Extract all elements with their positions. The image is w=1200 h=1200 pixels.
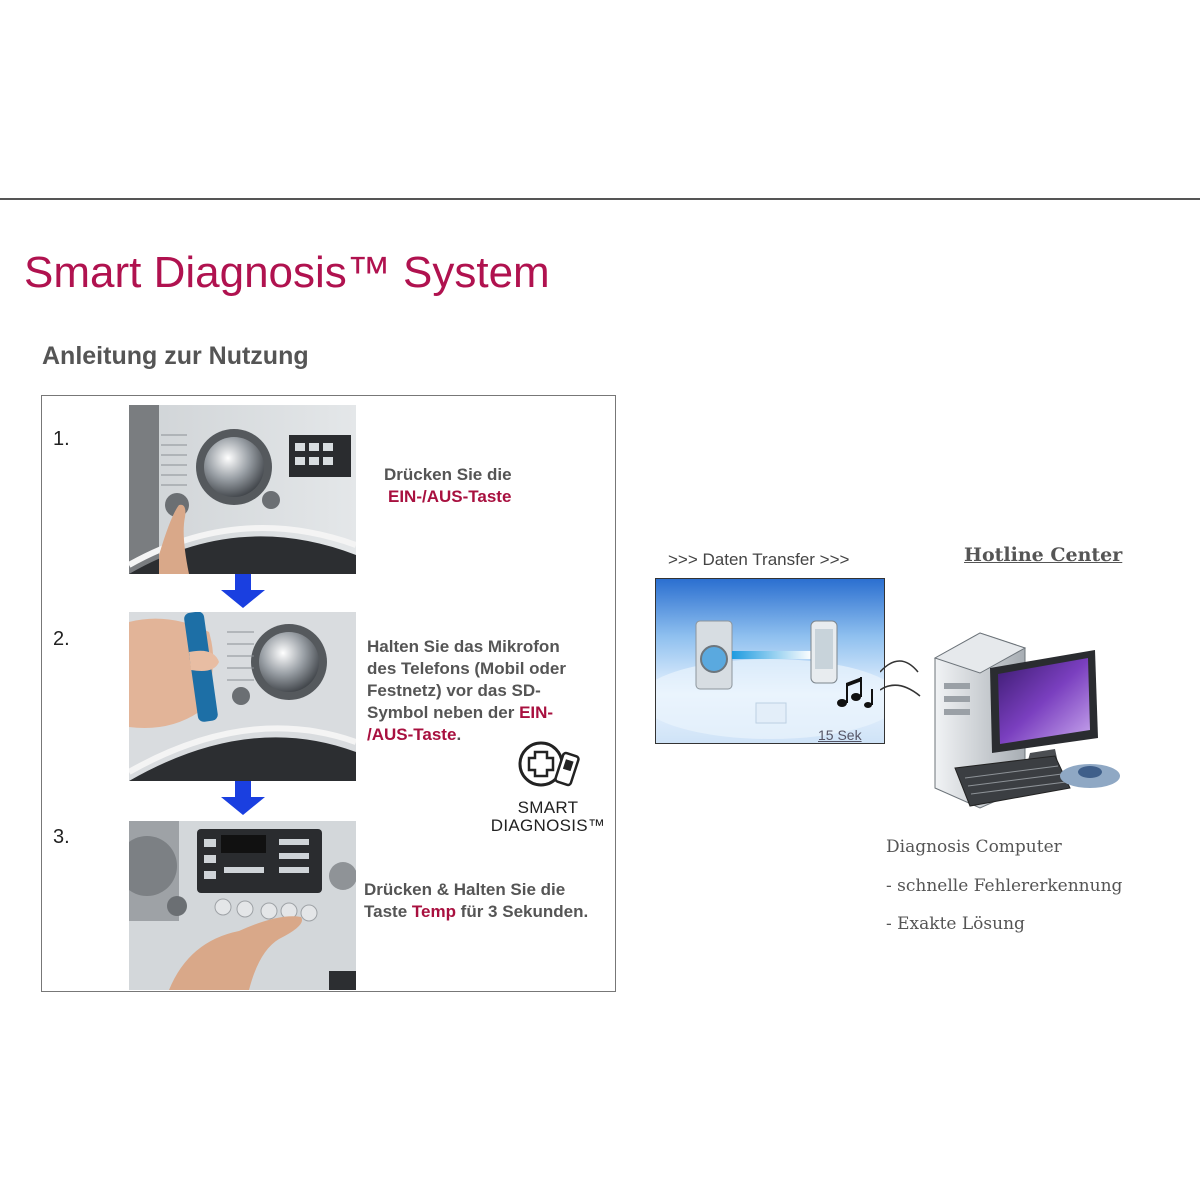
header-divider <box>0 198 1200 200</box>
step-text: Symbol neben der <box>367 703 520 722</box>
step-text: des Telefons (Mobil oder <box>367 659 566 678</box>
step-3-text: Drücken & Halten Sie die Taste Temp für … <box>364 879 588 923</box>
diagnosis-computer-icon <box>933 632 1120 809</box>
step-text: Drücken & Halten Sie die <box>364 880 566 899</box>
instruction-panel <box>41 395 616 992</box>
step-text-line: Taste Temp für 3 Sekunden. <box>364 901 588 923</box>
step-text: für 3 Sekunden. <box>455 902 589 921</box>
hotline-center-title: Hotline Center <box>964 544 1123 566</box>
step-text-line: Drücken Sie die <box>384 464 512 486</box>
step-text-line: Halten Sie das Mikrofon <box>367 636 566 658</box>
transfer-duration: 15 Sek <box>818 727 862 743</box>
step-2-number: 2. <box>53 628 70 650</box>
page-subtitle: Anleitung zur Nutzung <box>42 342 309 370</box>
page-title: Smart Diagnosis™ System <box>24 248 550 297</box>
step-text-line: des Telefons (Mobil oder <box>367 658 566 680</box>
step-text-line: EIN-/AUS-Taste <box>384 486 512 508</box>
smart-diagnosis-logo-line1: SMART <box>517 798 579 817</box>
step-2-text: Halten Sie das Mikrofon des Telefons (Mo… <box>367 636 566 746</box>
step-text: . <box>456 725 462 744</box>
step-text: Drücken Sie die <box>384 465 512 484</box>
highlighted-text: EIN- <box>519 703 554 722</box>
step-2-photo <box>129 612 356 781</box>
step-text-line: Festnetz) vor das SD- <box>367 680 566 702</box>
step-text-line: /AUS-Taste. <box>367 724 566 746</box>
info-line-1: Diagnosis Computer <box>886 837 1062 857</box>
step-3-number: 3. <box>53 826 70 848</box>
highlighted-text: /AUS-Taste <box>367 725 457 744</box>
info-line-2: - schnelle Fehlererkennung <box>886 876 1123 896</box>
step-text-line: Symbol neben der EIN- <box>367 702 566 724</box>
step-3-photo <box>129 821 356 990</box>
down-arrow-icon <box>221 574 265 608</box>
step-text-line: Drücken & Halten Sie die <box>364 879 588 901</box>
transfer-illustration <box>655 578 885 744</box>
step-1-photo <box>129 405 356 574</box>
step-1-number: 1. <box>53 428 70 450</box>
highlighted-text: EIN-/AUS-Taste <box>388 487 512 506</box>
step-text: Taste <box>364 902 412 921</box>
smart-diagnosis-logo: SMART DIAGNOSIS™ <box>488 736 608 835</box>
step-1-text: Drücken Sie die EIN-/AUS-Taste <box>384 464 512 508</box>
info-line-3: - Exakte Lösung <box>886 914 1025 934</box>
smart-diagnosis-plus-phone-icon <box>518 741 580 787</box>
down-arrow-icon <box>221 781 265 815</box>
step-text: Festnetz) vor das SD- <box>367 681 541 700</box>
highlighted-text: Temp <box>411 902 456 921</box>
music-notes-icon <box>837 677 873 708</box>
sound-wave-icon <box>880 660 921 697</box>
step-text: Halten Sie das Mikrofon <box>367 637 560 656</box>
smart-diagnosis-logo-line2: DIAGNOSIS™ <box>490 816 606 835</box>
data-transfer-label: >>> Daten Transfer >>> <box>668 550 850 569</box>
